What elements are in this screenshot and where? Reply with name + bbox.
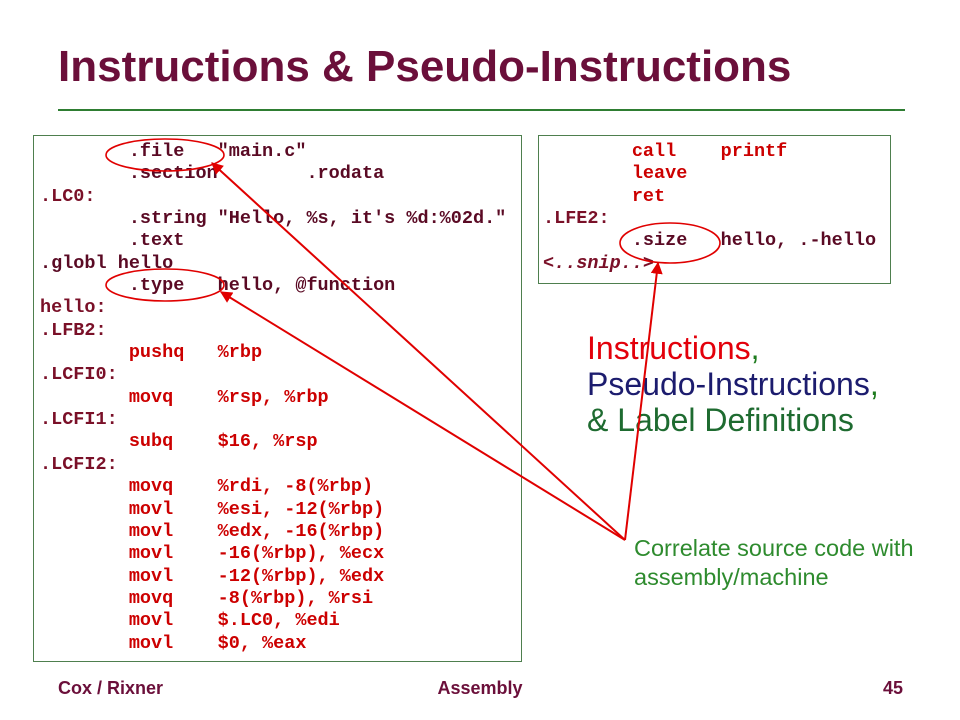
code-line: movl %esi, -12(%rbp) bbox=[40, 498, 385, 520]
code-line: .file "main.c" bbox=[40, 141, 307, 162]
code-line: call printf bbox=[543, 141, 788, 162]
callout-note-line: assembly/machine bbox=[634, 564, 829, 590]
code-line: .LCFI0: bbox=[40, 364, 118, 386]
title-divider bbox=[58, 109, 905, 111]
code-line: pushq %rbp bbox=[40, 342, 263, 364]
footer-authors: Cox / Rixner bbox=[58, 678, 164, 698]
code-line: .type hello, @function bbox=[40, 275, 396, 297]
code-line: movl $0, %eax bbox=[40, 632, 307, 654]
footer-topic: Assembly bbox=[437, 678, 523, 698]
legend-line-pseudo: Pseudo-Instructions, bbox=[587, 366, 879, 402]
code-line: .section .rodata bbox=[40, 163, 385, 185]
legend-separator: , bbox=[869, 366, 879, 402]
footer-page-number: 45 bbox=[882, 678, 903, 698]
color-legend: Instructions, Pseudo-Instructions, & Lab… bbox=[587, 330, 879, 438]
slide-title: Instructions & Pseudo-Instructions bbox=[58, 42, 792, 91]
code-line: leave bbox=[543, 163, 688, 185]
code-line: subq $16, %rsp bbox=[40, 431, 318, 453]
code-line: movl -16(%rbp), %ecx bbox=[40, 543, 385, 565]
code-line: movq %rdi, -8(%rbp) bbox=[40, 476, 374, 498]
code-line: .size hello, .-hello bbox=[543, 230, 877, 252]
legend-label-definitions: & Label Definitions bbox=[587, 402, 854, 438]
code-line: movl -12(%rbp), %edx bbox=[40, 565, 385, 587]
legend-instructions: Instructions bbox=[587, 330, 751, 366]
snip-marker: <..snip..> bbox=[543, 252, 655, 274]
code-line: .LCFI1: bbox=[40, 409, 118, 431]
legend-line-labels: & Label Definitions bbox=[587, 402, 879, 438]
legend-separator: , bbox=[750, 330, 760, 366]
code-line: movl %edx, -16(%rbp) bbox=[40, 520, 385, 542]
assembly-code-box-epilogue: call printf leave ret .LFE2: .size hello… bbox=[538, 135, 891, 284]
code-line: ret bbox=[543, 185, 666, 207]
callout-note: Correlate source code with assembly/mach… bbox=[634, 534, 914, 592]
assembly-code-box-main: .file "main.c" .section .rodata .LC0: .s… bbox=[33, 135, 522, 662]
callout-note-line: Correlate source code with bbox=[634, 535, 914, 561]
code-line: movq -8(%rbp), %rsi bbox=[40, 587, 374, 609]
code-line: hello: bbox=[40, 297, 107, 319]
code-line: .LCFI2: bbox=[40, 453, 118, 475]
code-line: .globl hello bbox=[40, 252, 174, 274]
legend-pseudo-instructions: Pseudo-Instructions bbox=[587, 366, 870, 402]
code-line: .LC0: bbox=[40, 185, 96, 207]
code-line: movq %rsp, %rbp bbox=[40, 386, 329, 408]
code-line: .text bbox=[40, 230, 185, 252]
legend-line-instructions: Instructions, bbox=[587, 330, 879, 366]
code-line: .LFE2: bbox=[543, 208, 610, 230]
code-line: movl $.LC0, %edi bbox=[40, 610, 340, 632]
code-line: .string "Hello, %s, it's %d:%02d." bbox=[40, 208, 507, 230]
code-line: .LFB2: bbox=[40, 319, 107, 341]
